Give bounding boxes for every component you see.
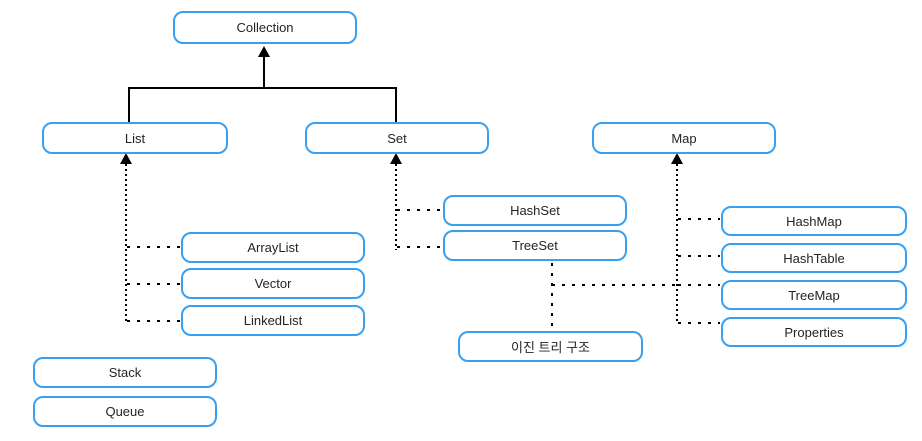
- edge-properties-hline: [678, 322, 720, 324]
- node-treemap: TreeMap: [721, 280, 907, 310]
- node-stack-label: Stack: [108, 365, 142, 380]
- node-map-label: Map: [671, 130, 697, 146]
- edge-binarytree-treemap-hline: [552, 284, 677, 286]
- node-hashmap: HashMap: [721, 206, 907, 236]
- node-hashtable-label: HashTable: [783, 250, 845, 266]
- node-set: Set: [305, 122, 489, 154]
- edge-hashmap-hline: [678, 218, 720, 220]
- node-queue: Queue: [33, 396, 217, 427]
- edge-treeset-hline: [397, 246, 442, 248]
- node-vector: Vector: [181, 268, 365, 299]
- edge-hashset-hline: [397, 209, 442, 211]
- edge-treemap-hline: [678, 284, 720, 286]
- node-collection-label: Collection: [236, 20, 294, 35]
- node-vector-label: Vector: [254, 276, 292, 291]
- node-hashmap-label: HashMap: [786, 213, 842, 229]
- edge-set-impl-vline: [395, 164, 397, 250]
- node-map: Map: [592, 122, 776, 154]
- node-linkedlist-label: LinkedList: [243, 313, 303, 328]
- node-hashtable: HashTable: [721, 243, 907, 273]
- edge-set-up-stub: [395, 87, 397, 122]
- edge-list-up-stub: [128, 87, 130, 122]
- node-queue-label: Queue: [105, 404, 145, 419]
- edge-treeset-binarytree-vline: [551, 263, 553, 327]
- edge-to-collection-vline: [263, 56, 265, 88]
- arrowhead-set-icon: [390, 153, 402, 164]
- node-linkedlist: LinkedList: [181, 305, 365, 336]
- arrowhead-list-icon: [120, 153, 132, 164]
- node-hashset-label: HashSet: [510, 203, 560, 218]
- edge-map-impl-vline: [676, 164, 678, 324]
- edge-vector-hline: [127, 283, 180, 285]
- node-treemap-label: TreeMap: [788, 287, 840, 303]
- edge-list-impl-vline: [125, 164, 127, 322]
- node-binary-tree-structure-label: 이진 트리 구조: [511, 340, 590, 355]
- edge-hashtable-hline: [678, 255, 720, 257]
- node-properties: Properties: [721, 317, 907, 347]
- node-treeset: TreeSet: [443, 230, 627, 261]
- node-list: List: [42, 122, 228, 154]
- node-set-label: Set: [387, 130, 407, 146]
- node-properties-label: Properties: [784, 324, 844, 340]
- edge-linkedlist-hline: [127, 320, 180, 322]
- node-stack: Stack: [33, 357, 217, 388]
- arrowhead-collection-icon: [258, 46, 270, 57]
- edge-collection-children-hline: [129, 87, 397, 89]
- edge-arraylist-hline: [127, 246, 180, 248]
- node-treeset-label: TreeSet: [512, 238, 558, 253]
- node-arraylist: ArrayList: [181, 232, 365, 263]
- node-collection: Collection: [173, 11, 357, 44]
- node-list-label: List: [124, 130, 146, 146]
- node-binary-tree-structure: 이진 트리 구조: [458, 331, 643, 362]
- node-arraylist-label: ArrayList: [247, 240, 299, 255]
- node-hashset: HashSet: [443, 195, 627, 226]
- arrowhead-map-icon: [671, 153, 683, 164]
